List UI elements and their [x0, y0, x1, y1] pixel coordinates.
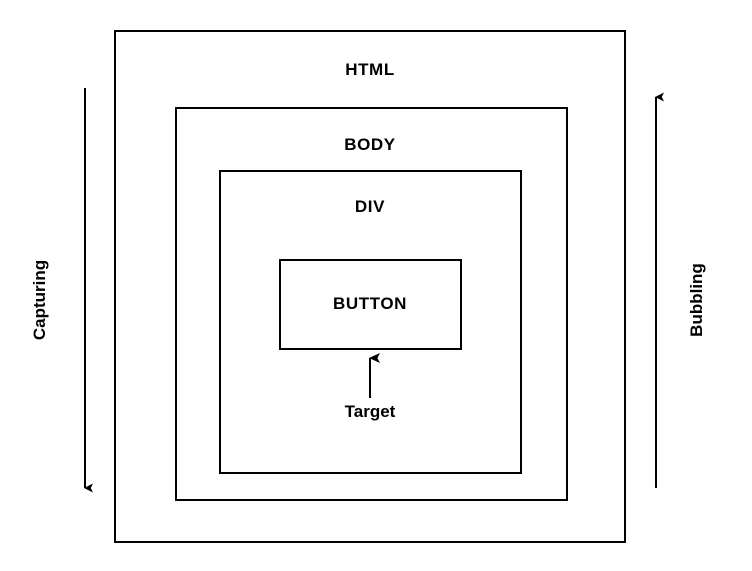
target-label: Target [344, 402, 396, 421]
node-box-button [279, 259, 462, 350]
node-label-div: DIV [354, 197, 386, 216]
node-box-html [114, 30, 626, 543]
node-label-body: BODY [344, 135, 396, 154]
phase-label-capturing: Capturing [30, 259, 49, 341]
node-box-div [219, 170, 522, 474]
node-box-body [175, 107, 568, 501]
phase-label-bubbling: Bubbling [687, 263, 706, 337]
node-label-html: HTML [345, 60, 395, 79]
node-label-button: BUTTON [332, 294, 408, 313]
